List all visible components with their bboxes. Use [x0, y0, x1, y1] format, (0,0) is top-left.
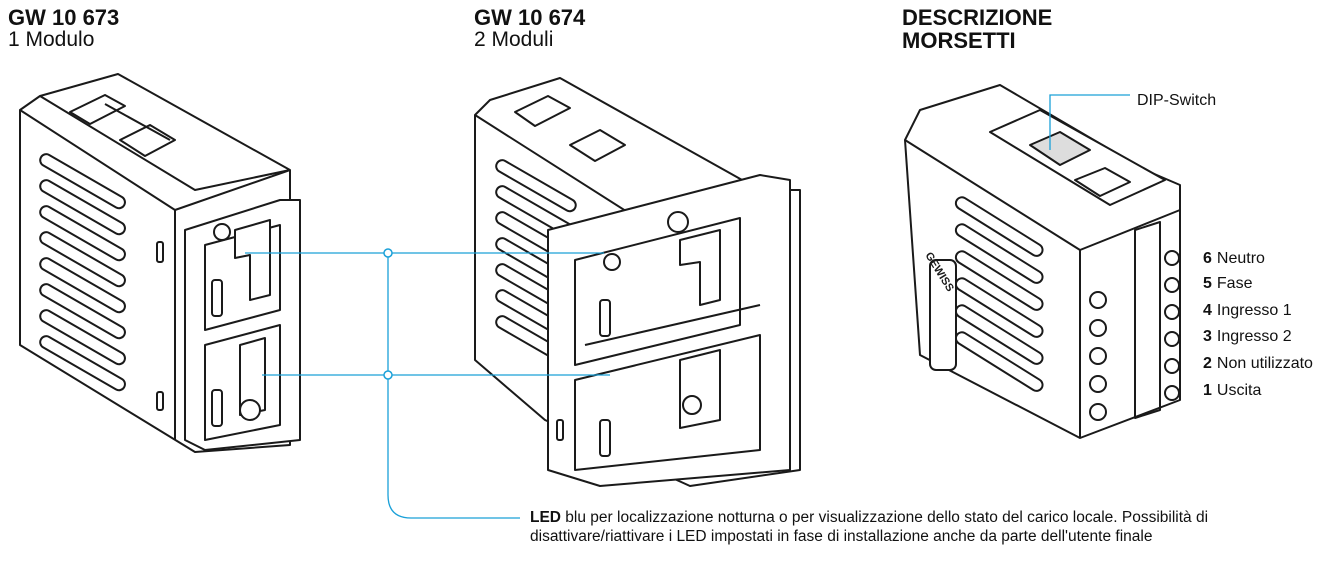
product-header-2: GW 10 674 2 Moduli: [474, 6, 585, 51]
product-header-1: GW 10 673 1 Modulo: [8, 6, 119, 51]
terminals-title: DESCRIZIONE MORSETTI: [902, 5, 1053, 54]
product-modules-1: 1 Modulo: [8, 28, 95, 52]
device-1-module-illustration: [19, 73, 301, 453]
led-description-note: LED blu per localizzazione notturna o pe…: [530, 508, 1320, 546]
dip-switch-label: DIP-Switch: [1137, 92, 1217, 109]
product-modules-2: 2 Moduli: [474, 28, 554, 52]
callout-lines: [245, 94, 1130, 519]
device-2-modules-illustration: [474, 77, 801, 487]
callout-dot-led-top: [383, 248, 393, 258]
device-terminals-illustration: [904, 84, 1181, 439]
product-code-1: GW 10 673: [8, 5, 120, 30]
led-keyword: LED: [530, 509, 561, 526]
callout-dot-led-bottom: [383, 370, 393, 380]
led-description-text: blu per localizzazione notturna o per vi…: [530, 509, 1209, 545]
product-code-2: GW 10 674: [474, 5, 586, 30]
